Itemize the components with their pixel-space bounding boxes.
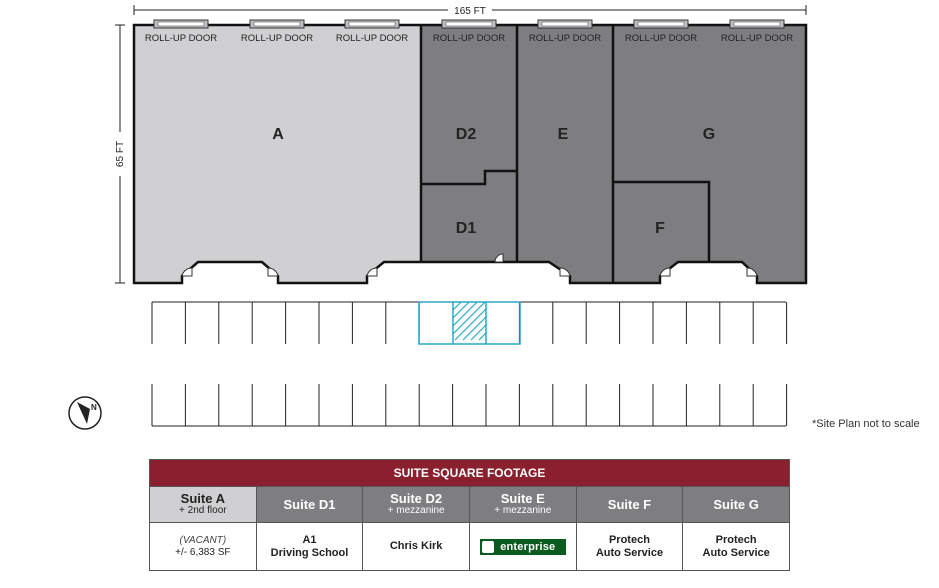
height-dimension: 65 FT	[113, 24, 127, 284]
compass-label: N	[91, 403, 97, 412]
col-suite-a: Suite A + 2nd floor	[149, 486, 257, 523]
width-label: 165 FT	[454, 6, 486, 17]
enterprise-logo: enterprise	[479, 538, 566, 555]
roll-up-doors: ROLL-UP DOOR ROLL-UP DOOR ROLL-UP DOOR ROLL…	[145, 19, 793, 44]
col-name: Suite A	[180, 491, 225, 507]
north-arrow-icon: N	[68, 396, 102, 430]
width-dimension: 165 FT	[133, 3, 807, 17]
entrance-center	[367, 262, 570, 285]
tenant-name-line2: Driving School	[270, 546, 349, 559]
col-suite-e: Suite E + mezzanine	[468, 486, 577, 523]
col-name: Suite G	[713, 496, 759, 512]
col-suite-d2: Suite D2 + mezzanine	[362, 486, 470, 523]
interior-walls	[419, 25, 711, 283]
col-sub: + mezzanine	[494, 505, 552, 517]
tenant-name-line1: Protech	[608, 533, 650, 546]
roll-up-door-label: ROLL-UP DOOR	[336, 33, 408, 44]
roll-up-door: ROLL-UP DOOR	[241, 19, 313, 44]
tenant-suite-e: enterprise	[468, 522, 577, 571]
suite-label-d1: D1	[456, 220, 477, 237]
roll-up-door-label: ROLL-UP DOOR	[721, 33, 793, 44]
vacancy-status: (VACANT)	[179, 535, 227, 546]
logo-text: enterprise	[500, 540, 556, 553]
tenant-name-line1: A1	[302, 533, 317, 546]
roll-up-door-label: ROLL-UP DOOR	[625, 33, 697, 44]
col-name: Suite D1	[283, 496, 336, 512]
roll-up-door: ROLL-UP DOOR	[529, 19, 601, 44]
col-sub: + 2nd floor	[179, 505, 227, 517]
building-outline	[132, 23, 808, 285]
table-title: SUITE SQUARE FOOTAGE	[149, 459, 790, 487]
entrance-a-left	[182, 262, 278, 285]
height-label: 65 FT	[115, 141, 126, 167]
suite-a-size: +/- 6,383 SF	[175, 546, 231, 558]
parking-lot	[151, 301, 788, 427]
col-sub: + mezzanine	[387, 505, 445, 517]
tenant-suite-a: (VACANT) +/- 6,383 SF	[149, 522, 257, 571]
roll-up-door-label: ROLL-UP DOOR	[241, 33, 313, 44]
accessible-parking-space	[418, 301, 521, 345]
entrance-f-g	[660, 262, 757, 285]
door-swings	[181, 253, 758, 277]
col-name: Suite E	[500, 491, 545, 507]
suite-label-d2: D2	[456, 126, 477, 143]
suite-label-f: F	[655, 220, 665, 237]
tenant-suite-g: Protech Auto Service	[682, 522, 790, 571]
tenant-name-line2: Auto Service	[702, 546, 770, 559]
tenant-name-line1: Protech	[715, 533, 757, 546]
roll-up-door-label: ROLL-UP DOOR	[529, 33, 601, 44]
tenant-suite-f: Protech Auto Service	[575, 522, 684, 571]
roll-up-door: ROLL-UP DOOR	[721, 19, 793, 44]
roll-up-door: ROLL-UP DOOR	[336, 19, 408, 44]
tenant-name-line2: Auto Service	[595, 546, 664, 559]
suite-square-footage-table: SUITE SQUARE FOOTAGE Suite A + 2nd floor…	[149, 459, 790, 571]
roll-up-door: ROLL-UP DOOR	[145, 19, 217, 44]
col-suite-d1: Suite D1	[255, 486, 364, 523]
enterprise-e-icon	[481, 540, 494, 553]
suite-label-g: G	[703, 126, 715, 143]
scale-note: *Site Plan not to scale	[812, 418, 920, 430]
col-suite-f: Suite F	[575, 486, 684, 523]
suite-label-e: E	[558, 126, 569, 143]
tenant-suite-d1: A1 Driving School	[255, 522, 364, 571]
roll-up-door-label: ROLL-UP DOOR	[145, 33, 217, 44]
col-name: Suite D2	[390, 491, 443, 507]
tenant-name: Chris Kirk	[389, 540, 443, 553]
col-suite-g: Suite G	[682, 486, 790, 523]
suite-a-area	[134, 25, 421, 283]
roll-up-door-label: ROLL-UP DOOR	[433, 33, 505, 44]
tenant-suite-d2: Chris Kirk	[362, 522, 470, 571]
roll-up-door: ROLL-UP DOOR	[433, 19, 505, 44]
suite-label-a: A	[272, 126, 284, 143]
col-name: Suite F	[607, 496, 652, 512]
roll-up-door: ROLL-UP DOOR	[625, 19, 697, 44]
